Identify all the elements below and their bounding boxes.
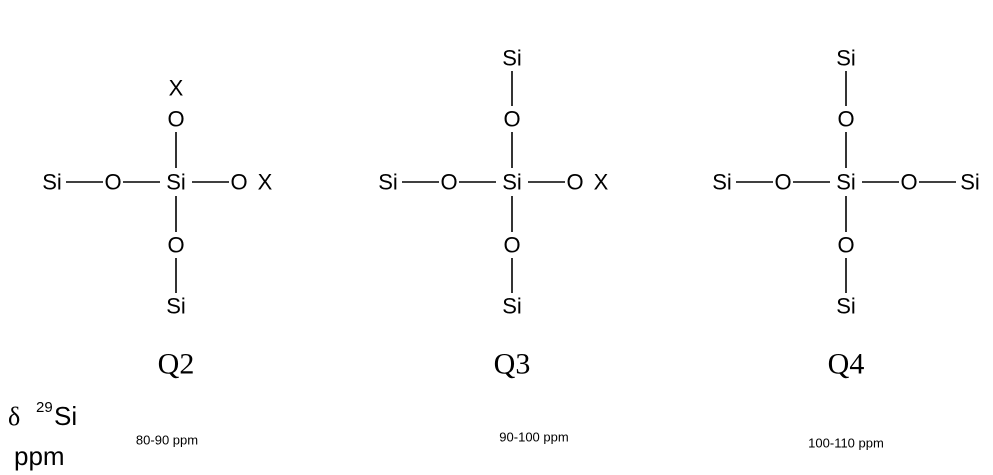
central-silicon-atom: Si [502, 170, 522, 195]
bridging-oxygen-right: O [900, 170, 917, 195]
bridging-oxygen-bottom: O [167, 233, 184, 258]
terminal-x-group-right: X [258, 170, 273, 195]
bridging-oxygen-top: O [503, 107, 520, 132]
species-label-q3: Q3 [494, 348, 531, 381]
chemical-shift-axis-label: δ 29 Si ppm [8, 399, 77, 471]
terminal-silicon-left: Si [378, 170, 398, 195]
chemical-shift-range-q4: 100-110 ppm [808, 436, 884, 451]
terminal-silicon-bottom: Si [166, 294, 186, 319]
species-label-q4: Q4 [828, 348, 865, 381]
bridging-oxygen-bottom: O [837, 233, 854, 258]
terminal-x-group-right: X [594, 170, 609, 195]
central-silicon-atom: Si [836, 170, 856, 195]
terminal-silicon-bottom: Si [836, 294, 856, 319]
bridging-oxygen-bottom: O [503, 233, 520, 258]
central-silicon-atom: Si [166, 170, 186, 195]
terminal-silicon-left: Si [712, 170, 732, 195]
bridging-oxygen-left: O [104, 170, 121, 195]
bridging-oxygen-top: O [837, 107, 854, 132]
isotope-element: Si [54, 401, 77, 431]
terminal-silicon-right: Si [960, 170, 980, 195]
terminal-silicon-top: Si [836, 46, 856, 71]
chemical-shift-range-q2: 80-90 ppm [136, 433, 198, 448]
isotope-mass-number: 29 [36, 399, 53, 416]
chemical-shift-range-q3: 90-100 ppm [499, 430, 568, 445]
bridging-oxygen-left: O [774, 170, 791, 195]
ppm-unit-label: ppm [14, 441, 65, 471]
terminal-x-group-top: X [169, 76, 184, 101]
bridging-oxygen-right: O [566, 170, 583, 195]
terminal-silicon-bottom: Si [502, 294, 522, 319]
bridging-oxygen-top: O [167, 107, 184, 132]
delta-symbol: δ [8, 402, 20, 431]
terminal-silicon-left: Si [42, 170, 62, 195]
bridging-oxygen-right: O [230, 170, 247, 195]
terminal-silicon-top: Si [502, 46, 522, 71]
species-label-q2: Q2 [158, 348, 195, 381]
bridging-oxygen-left: O [440, 170, 457, 195]
